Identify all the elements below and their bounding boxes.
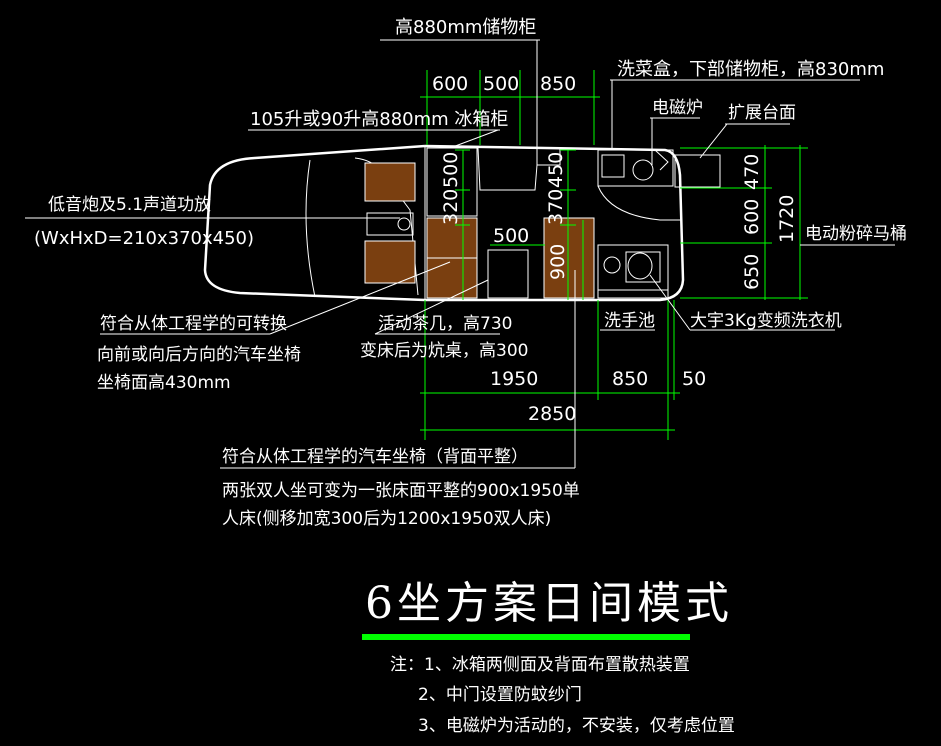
- subwoofer-box: [366, 212, 414, 236]
- dim-450: 450: [545, 152, 567, 188]
- interior: [364, 147, 721, 299]
- label-fridge: 105升或90升高880mm 冰箱柜: [250, 109, 508, 130]
- coffee-table: [487, 249, 529, 299]
- dim-500-top: 500: [483, 73, 519, 95]
- label-ext-counter: 扩展台面: [728, 103, 796, 123]
- label-table-2: 变床后为炕桌，高300: [360, 341, 528, 361]
- label-induction: 电磁炉: [652, 98, 703, 118]
- toilet-icon: [627, 252, 653, 280]
- label-bed-1: 两张双人坐可变为一张床面平整的900x1950单: [222, 481, 580, 501]
- dim-370: 370: [545, 189, 567, 225]
- dim-650: 650: [741, 254, 763, 290]
- dim-850-bottom: 850: [612, 368, 648, 390]
- label-table-1: 活动茶几，高730: [378, 314, 512, 334]
- label-subwoofer-2: (WxHxD=210x370x450): [34, 228, 254, 249]
- driver-seat: [364, 162, 416, 202]
- bathroom-block: [597, 244, 669, 299]
- label-seat-rot-2: 向前或向后方向的汽车坐椅: [97, 345, 301, 365]
- dim-500-vert: 500: [440, 152, 462, 188]
- dim-50: 50: [682, 368, 706, 390]
- vehicle-outline: [203, 144, 685, 302]
- dim-2850: 2850: [528, 403, 576, 425]
- dim-850-top: 850: [540, 73, 576, 95]
- note-3: 3、电磁炉为活动的，不安装，仅考虑位置: [418, 716, 735, 736]
- dim-1720: 1720: [776, 195, 798, 243]
- dim-500-table: 500: [493, 225, 529, 247]
- label-seat-flat: 符合从体工程学的汽车坐椅（背面平整）: [222, 447, 528, 467]
- fridge-block: [426, 147, 478, 217]
- dim-320: 320: [440, 189, 462, 225]
- dim-600: 600: [432, 73, 468, 95]
- title-underline: [362, 634, 690, 640]
- label-toilet: 电动粉碎马桶: [805, 224, 907, 244]
- label-washer: 大宇3Kg变频洗衣机: [690, 311, 842, 331]
- dim-1950: 1950: [490, 368, 538, 390]
- label-sink-box: 洗菜盒，下部储物柜，高830mm: [617, 59, 884, 80]
- dim-600-right: 600: [741, 199, 763, 235]
- label-seat-rot-1: 符合从体工程学的可转换: [100, 314, 287, 334]
- extension-counter: [674, 154, 721, 188]
- kitchen-counter: [597, 149, 674, 187]
- page-title: 6坐方案日间模式: [365, 578, 733, 629]
- dim-900: 900: [547, 244, 569, 280]
- dimension-texts: 600 500 850 500 320 370 450 500 900 470 …: [432, 73, 798, 425]
- label-basin: 洗手池: [604, 311, 655, 331]
- note-1: 注：1、冰箱两侧面及背面布置散热装置: [390, 655, 690, 675]
- dim-470: 470: [741, 154, 763, 190]
- label-seat-rot-3: 坐椅面高430mm: [97, 373, 231, 393]
- rear-seat-right: [543, 217, 595, 299]
- dimension-lines: [25, 39, 895, 469]
- labels: 高880mm储物柜 洗菜盒，下部储物柜，高830mm 电磁炉 扩展台面 105升…: [34, 17, 907, 529]
- passenger-seat: [364, 240, 416, 284]
- note-2: 2、中门设置防蚊纱门: [418, 685, 582, 705]
- label-bed-2: 人床(侧移加宽300后为1200x1950双人床): [222, 509, 551, 529]
- label-subwoofer-1: 低音炮及5.1声道功放: [48, 195, 211, 215]
- label-cabinet-top: 高880mm储物柜: [395, 17, 536, 38]
